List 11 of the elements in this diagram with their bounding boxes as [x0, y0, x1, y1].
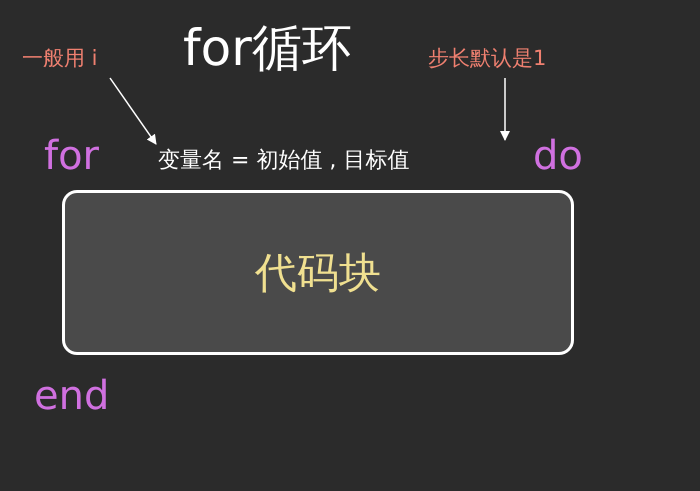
- keyword-text: do: [533, 132, 583, 180]
- code-block-box: [62, 190, 574, 355]
- leader-line: [500, 78, 510, 141]
- leader-line: [109, 78, 157, 145]
- keyword-text: end: [34, 372, 110, 420]
- annotation-text: 一般用 i: [22, 44, 98, 72]
- code-block-text: 代码块: [255, 246, 381, 298]
- annotation-text: 步长默认是1: [428, 44, 546, 72]
- title: for循环: [183, 18, 352, 78]
- keyword-text: for: [44, 132, 99, 180]
- loop-range-text: 变量名 = 初始值 , 目标值: [158, 146, 410, 176]
